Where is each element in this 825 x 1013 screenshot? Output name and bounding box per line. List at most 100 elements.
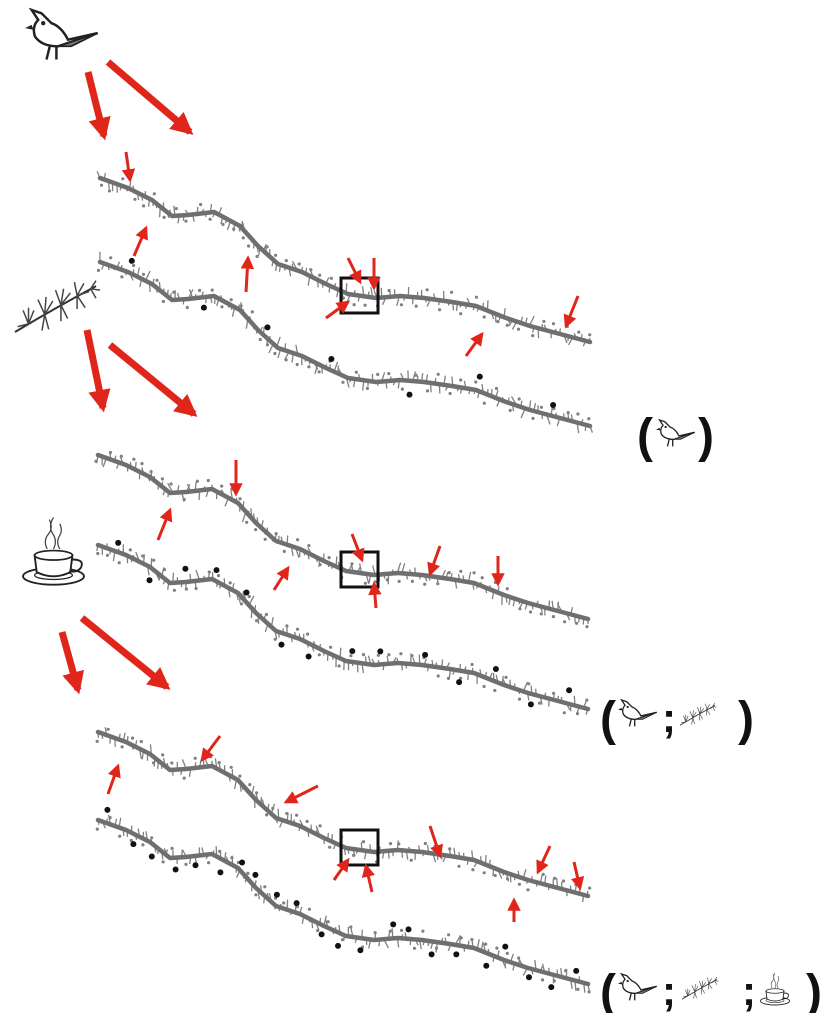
site-arrow xyxy=(240,255,255,293)
site-arrow xyxy=(332,857,350,881)
marker-dot xyxy=(357,947,364,954)
marker-dot xyxy=(456,679,463,686)
marker-dot xyxy=(252,871,259,878)
legend-close-paren: ) xyxy=(806,966,822,1013)
chromosome-strand xyxy=(96,251,594,434)
marker-dot xyxy=(349,648,356,655)
legend-leaf-icon xyxy=(681,976,719,1000)
marker-dot xyxy=(566,687,573,694)
marker-dot xyxy=(548,984,555,991)
marker-dot xyxy=(243,589,250,596)
marker-dot xyxy=(148,853,155,860)
marker-dot xyxy=(406,391,413,398)
flow-arrows xyxy=(58,59,198,695)
marker-dot xyxy=(476,373,483,380)
highlight-box-3 xyxy=(339,828,380,867)
marker-dot xyxy=(128,257,135,264)
site-arrows xyxy=(106,151,585,922)
flow-arrow xyxy=(107,342,198,417)
marker-dot xyxy=(422,651,429,658)
legend-close-paren: ) xyxy=(698,410,714,463)
legend-close-paren: ) xyxy=(738,693,754,746)
marker-dot xyxy=(550,402,557,408)
marker-dot xyxy=(273,891,280,898)
flow-arrow xyxy=(79,615,171,690)
marker-dot xyxy=(483,962,490,969)
legend-separator: ; xyxy=(662,694,676,741)
marker-dot xyxy=(293,900,300,907)
chromosome-strands xyxy=(94,170,594,994)
marker-dot xyxy=(239,859,246,866)
legend-separator: ; xyxy=(662,967,676,1013)
site-arrow xyxy=(325,300,351,320)
legend-open-paren: ( xyxy=(637,410,653,463)
legend-bird-icon xyxy=(617,699,658,728)
marker-dot xyxy=(264,324,271,331)
site-arrow xyxy=(283,784,319,804)
site-arrow xyxy=(464,331,484,357)
marker-dot xyxy=(200,304,207,311)
marker-dot xyxy=(492,666,499,672)
chromosome-strand xyxy=(96,170,593,347)
flow-arrow xyxy=(105,59,194,135)
legend-1: ( ) xyxy=(637,410,714,463)
marker-dot xyxy=(104,806,111,813)
marker-dot xyxy=(453,951,460,958)
legend-3: ( ; ; ) xyxy=(600,966,822,1013)
site-arrow xyxy=(121,151,136,183)
chromosome-strand xyxy=(95,727,592,903)
steaming-cup-icon xyxy=(22,516,85,586)
marker-dot xyxy=(405,926,412,933)
marker-dot xyxy=(146,577,153,584)
marker-dot xyxy=(527,701,534,708)
marker-dot xyxy=(377,648,384,655)
carrot-leaf-icon xyxy=(13,279,102,334)
marker-dot xyxy=(192,862,199,869)
marker-dot xyxy=(390,921,397,928)
legend-open-paren: ( xyxy=(600,966,616,1013)
site-arrow xyxy=(361,863,376,893)
legend-2: ( ; ) xyxy=(600,693,754,746)
legend-leaf-icon xyxy=(679,702,717,726)
bird-icon xyxy=(23,8,99,61)
site-arrow xyxy=(346,257,362,285)
marker-dot xyxy=(573,967,580,974)
site-arrow xyxy=(570,861,585,891)
marker-dot xyxy=(182,565,189,572)
marker-dot xyxy=(130,841,137,848)
marker-dot xyxy=(526,974,532,981)
site-arrow xyxy=(200,735,222,763)
site-arrow xyxy=(106,763,121,795)
legend-open-paren: ( xyxy=(600,693,616,746)
site-arrow xyxy=(156,507,173,541)
legend-bird-icon xyxy=(617,973,658,1002)
flow-arrow xyxy=(84,71,111,141)
marker-dot xyxy=(318,931,325,938)
site-arrow xyxy=(536,845,552,875)
marker-dot xyxy=(278,641,285,648)
flow-arrow xyxy=(58,631,85,695)
marker-dot xyxy=(502,943,509,950)
site-arrow xyxy=(563,295,580,329)
legend-cup-icon xyxy=(760,972,790,1006)
site-arrow xyxy=(132,225,148,257)
marker-dot xyxy=(335,942,341,949)
marker-dot xyxy=(305,653,312,660)
marker-dot xyxy=(428,951,435,958)
marker-dot xyxy=(172,866,179,873)
marker-dot xyxy=(328,356,335,362)
site-arrow xyxy=(427,545,442,577)
legend-bird-icon xyxy=(655,419,696,448)
legend-separator: ; xyxy=(742,967,756,1013)
chromosome-strand xyxy=(95,539,591,716)
marker-dot xyxy=(115,539,122,546)
chromosome-strand xyxy=(95,806,591,994)
flow-arrow xyxy=(83,329,111,413)
marker-dot xyxy=(213,567,220,574)
chromosome-strand xyxy=(94,450,591,629)
marker-dot xyxy=(217,869,224,876)
site-arrow xyxy=(428,825,443,859)
site-arrow xyxy=(272,565,290,591)
site-arrow xyxy=(368,581,382,609)
